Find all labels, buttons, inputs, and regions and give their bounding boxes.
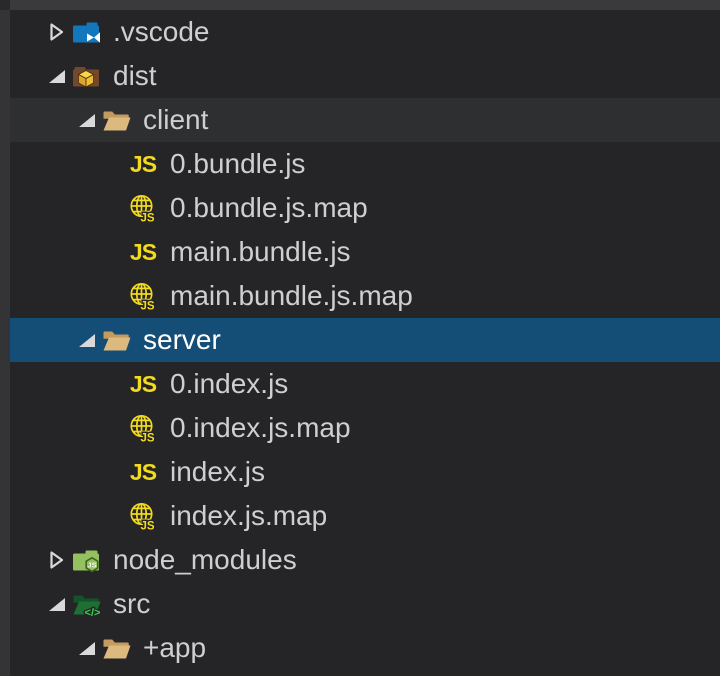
vscode-folder-icon [71,17,101,47]
twisty-spacer [102,504,124,528]
svg-text:JS: JS [87,561,96,570]
tree-item-label: main.bundle.js.map [170,280,413,311]
tree-item-app[interactable]: +app [10,626,720,670]
tree-item-0-index-js-map[interactable]: JS 0.index.js.map [10,406,720,450]
file-explorer-tree: .vscode dist client JS 0.bu [10,10,720,670]
triangle-expanded-icon[interactable] [75,328,97,352]
tree-item-label: index.js.map [170,500,328,531]
tree-item-label: 0.bundle.js.map [170,192,368,223]
map-file-icon: JS [128,413,158,443]
triangle-expanded-icon[interactable] [75,636,97,660]
js-file-icon: JS [129,239,157,265]
src-folder-icon: </> [71,589,101,619]
svg-text:JS: JS [140,521,154,532]
svg-text:JS: JS [140,213,154,224]
tree-item-node-modules[interactable]: JS node_modules [10,538,720,582]
tree-item-label: server [143,324,221,355]
map-file-icon: JS [128,193,158,223]
panel-top-edge [0,0,720,10]
twisty-spacer [102,416,124,440]
js-file-icon: JS [129,459,157,485]
panel-corner [0,0,10,10]
tree-item-server[interactable]: server [10,318,720,362]
tree-item-label: main.bundle.js [170,236,351,267]
tree-item-label: node_modules [113,544,297,575]
chevron-right-icon[interactable] [45,20,67,44]
svg-text:JS: JS [140,433,154,444]
map-file-icon: JS [128,501,158,531]
twisty-spacer [102,240,124,264]
triangle-expanded-icon[interactable] [45,592,67,616]
tree-item-label: 0.index.js.map [170,412,351,443]
twisty-spacer [102,152,124,176]
svg-text:</>: </> [85,607,101,619]
chevron-right-icon[interactable] [45,548,67,572]
open-folder-icon [101,325,131,355]
tree-item-0-index-js[interactable]: JS 0.index.js [10,362,720,406]
open-folder-icon [101,633,131,663]
tree-item-0-bundle-js-map[interactable]: JS 0.bundle.js.map [10,186,720,230]
tree-item-client[interactable]: client [10,98,720,142]
js-file-icon: JS [129,151,157,177]
tree-item-label: +app [143,632,207,663]
tree-item-label: 0.index.js [170,368,289,399]
tree-item-label: src [113,588,151,619]
tree-item-index-js-map[interactable]: JS index.js.map [10,494,720,538]
tree-item-label: index.js [170,456,265,487]
twisty-spacer [102,460,124,484]
js-file-icon: JS [129,371,157,397]
tree-item-label: dist [113,60,157,91]
twisty-spacer [102,196,124,220]
tree-item-index-js[interactable]: JS index.js [10,450,720,494]
tree-item-main-bundle-js-map[interactable]: JS main.bundle.js.map [10,274,720,318]
map-file-icon: JS [128,281,158,311]
svg-text:JS: JS [140,301,154,312]
node-folder-icon: JS [71,545,101,575]
tree-item-label: .vscode [113,16,210,47]
tree-item-main-bundle-js[interactable]: JS main.bundle.js [10,230,720,274]
triangle-expanded-icon[interactable] [75,108,97,132]
tree-item-dist[interactable]: dist [10,54,720,98]
tree-item-0-bundle-js[interactable]: JS 0.bundle.js [10,142,720,186]
tree-item-src[interactable]: </> src [10,582,720,626]
tree-item-vscode[interactable]: .vscode [10,10,720,54]
dist-folder-icon [71,61,101,91]
triangle-expanded-icon[interactable] [45,64,67,88]
open-folder-icon [101,105,131,135]
twisty-spacer [102,372,124,396]
tree-item-label: client [143,104,209,135]
twisty-spacer [102,284,124,308]
panel-left-edge [0,10,10,676]
tree-item-label: 0.bundle.js [170,148,306,179]
